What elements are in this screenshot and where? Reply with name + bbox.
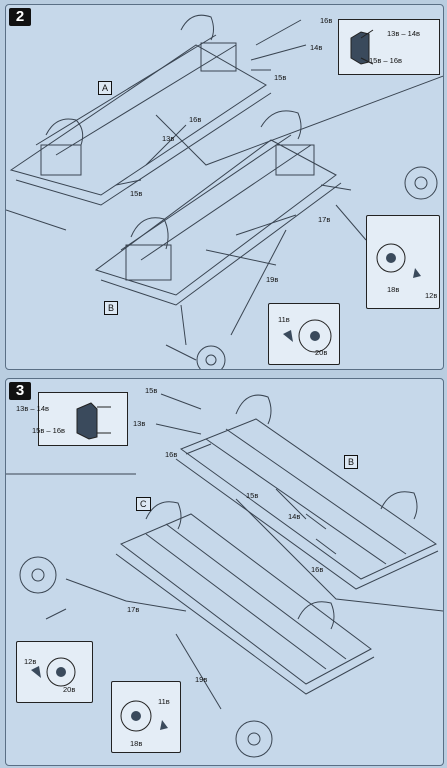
part-label-12: 12в (425, 291, 438, 300)
fitting-detail-drawing (350, 29, 374, 65)
part-label-16: 16в (165, 450, 178, 459)
backplate-detail-inset (111, 681, 181, 753)
shoe-detail-drawing (376, 243, 421, 278)
callout-box-c: C (136, 497, 151, 511)
fitting-detail-inset (38, 392, 128, 446)
part-label-17: 17в (127, 605, 140, 614)
part-label-11: 11в (278, 315, 290, 324)
part-label-16: 16в (189, 115, 202, 124)
part-label-14: 14в (310, 43, 323, 52)
part-label-20: 20в (315, 348, 328, 357)
fitting-detail-inset (338, 19, 440, 75)
part-label-13: 13в (133, 419, 146, 428)
part-label-19: 19в (266, 275, 279, 284)
part-label-20: 20в (63, 685, 76, 694)
part-label-16: 16в (320, 16, 333, 25)
part-label-14: 14в (288, 512, 301, 521)
fitting-detail-drawing (76, 402, 111, 440)
inset-label-15-16: 15в – 16в (32, 426, 65, 435)
part-label-15: 15в (274, 73, 287, 82)
inset-label-13-14: 13в – 14в (387, 29, 420, 38)
step-3-panel: 3 13в – 14в 15в – 16в 15в 13в 16в B C 15… (5, 378, 444, 766)
part-label-17: 17в (318, 215, 331, 224)
backplate-detail-drawing (283, 319, 332, 353)
part-label-15: 15в (130, 189, 143, 198)
step-2-panel: 2 13в – 14в 15в – 16в 16в 14в 15в A 16в … (5, 4, 444, 370)
inset-label-15-16: 15в – 16в (369, 56, 402, 65)
part-label-16: 16в (311, 565, 324, 574)
backplate-detail-drawing (120, 700, 168, 732)
step-number-badge: 2 (9, 8, 31, 26)
shoe-detail-inset (16, 641, 93, 703)
part-label-18: 18в (387, 285, 400, 294)
callout-box-b: B (344, 455, 359, 469)
step-3-chassis-illustration (6, 393, 443, 758)
part-label-12: 12в (24, 657, 37, 666)
callout-box-b: B (104, 301, 119, 315)
backplate-detail-inset (268, 303, 340, 365)
shoe-detail-drawing (31, 657, 76, 687)
inset-label-13-14: 13в – 14в (16, 404, 49, 413)
step-2-chassis-illustration (6, 14, 443, 369)
part-label-15: 15в (145, 386, 158, 395)
step-number-badge: 3 (9, 382, 31, 400)
part-label-15: 15в (246, 491, 259, 500)
part-label-18: 18в (130, 739, 143, 748)
callout-box-a: A (98, 81, 113, 95)
part-label-11: 11в (158, 697, 170, 706)
part-label-19: 19в (195, 675, 208, 684)
shoe-detail-inset (366, 215, 440, 309)
part-label-13: 13в (162, 134, 175, 143)
